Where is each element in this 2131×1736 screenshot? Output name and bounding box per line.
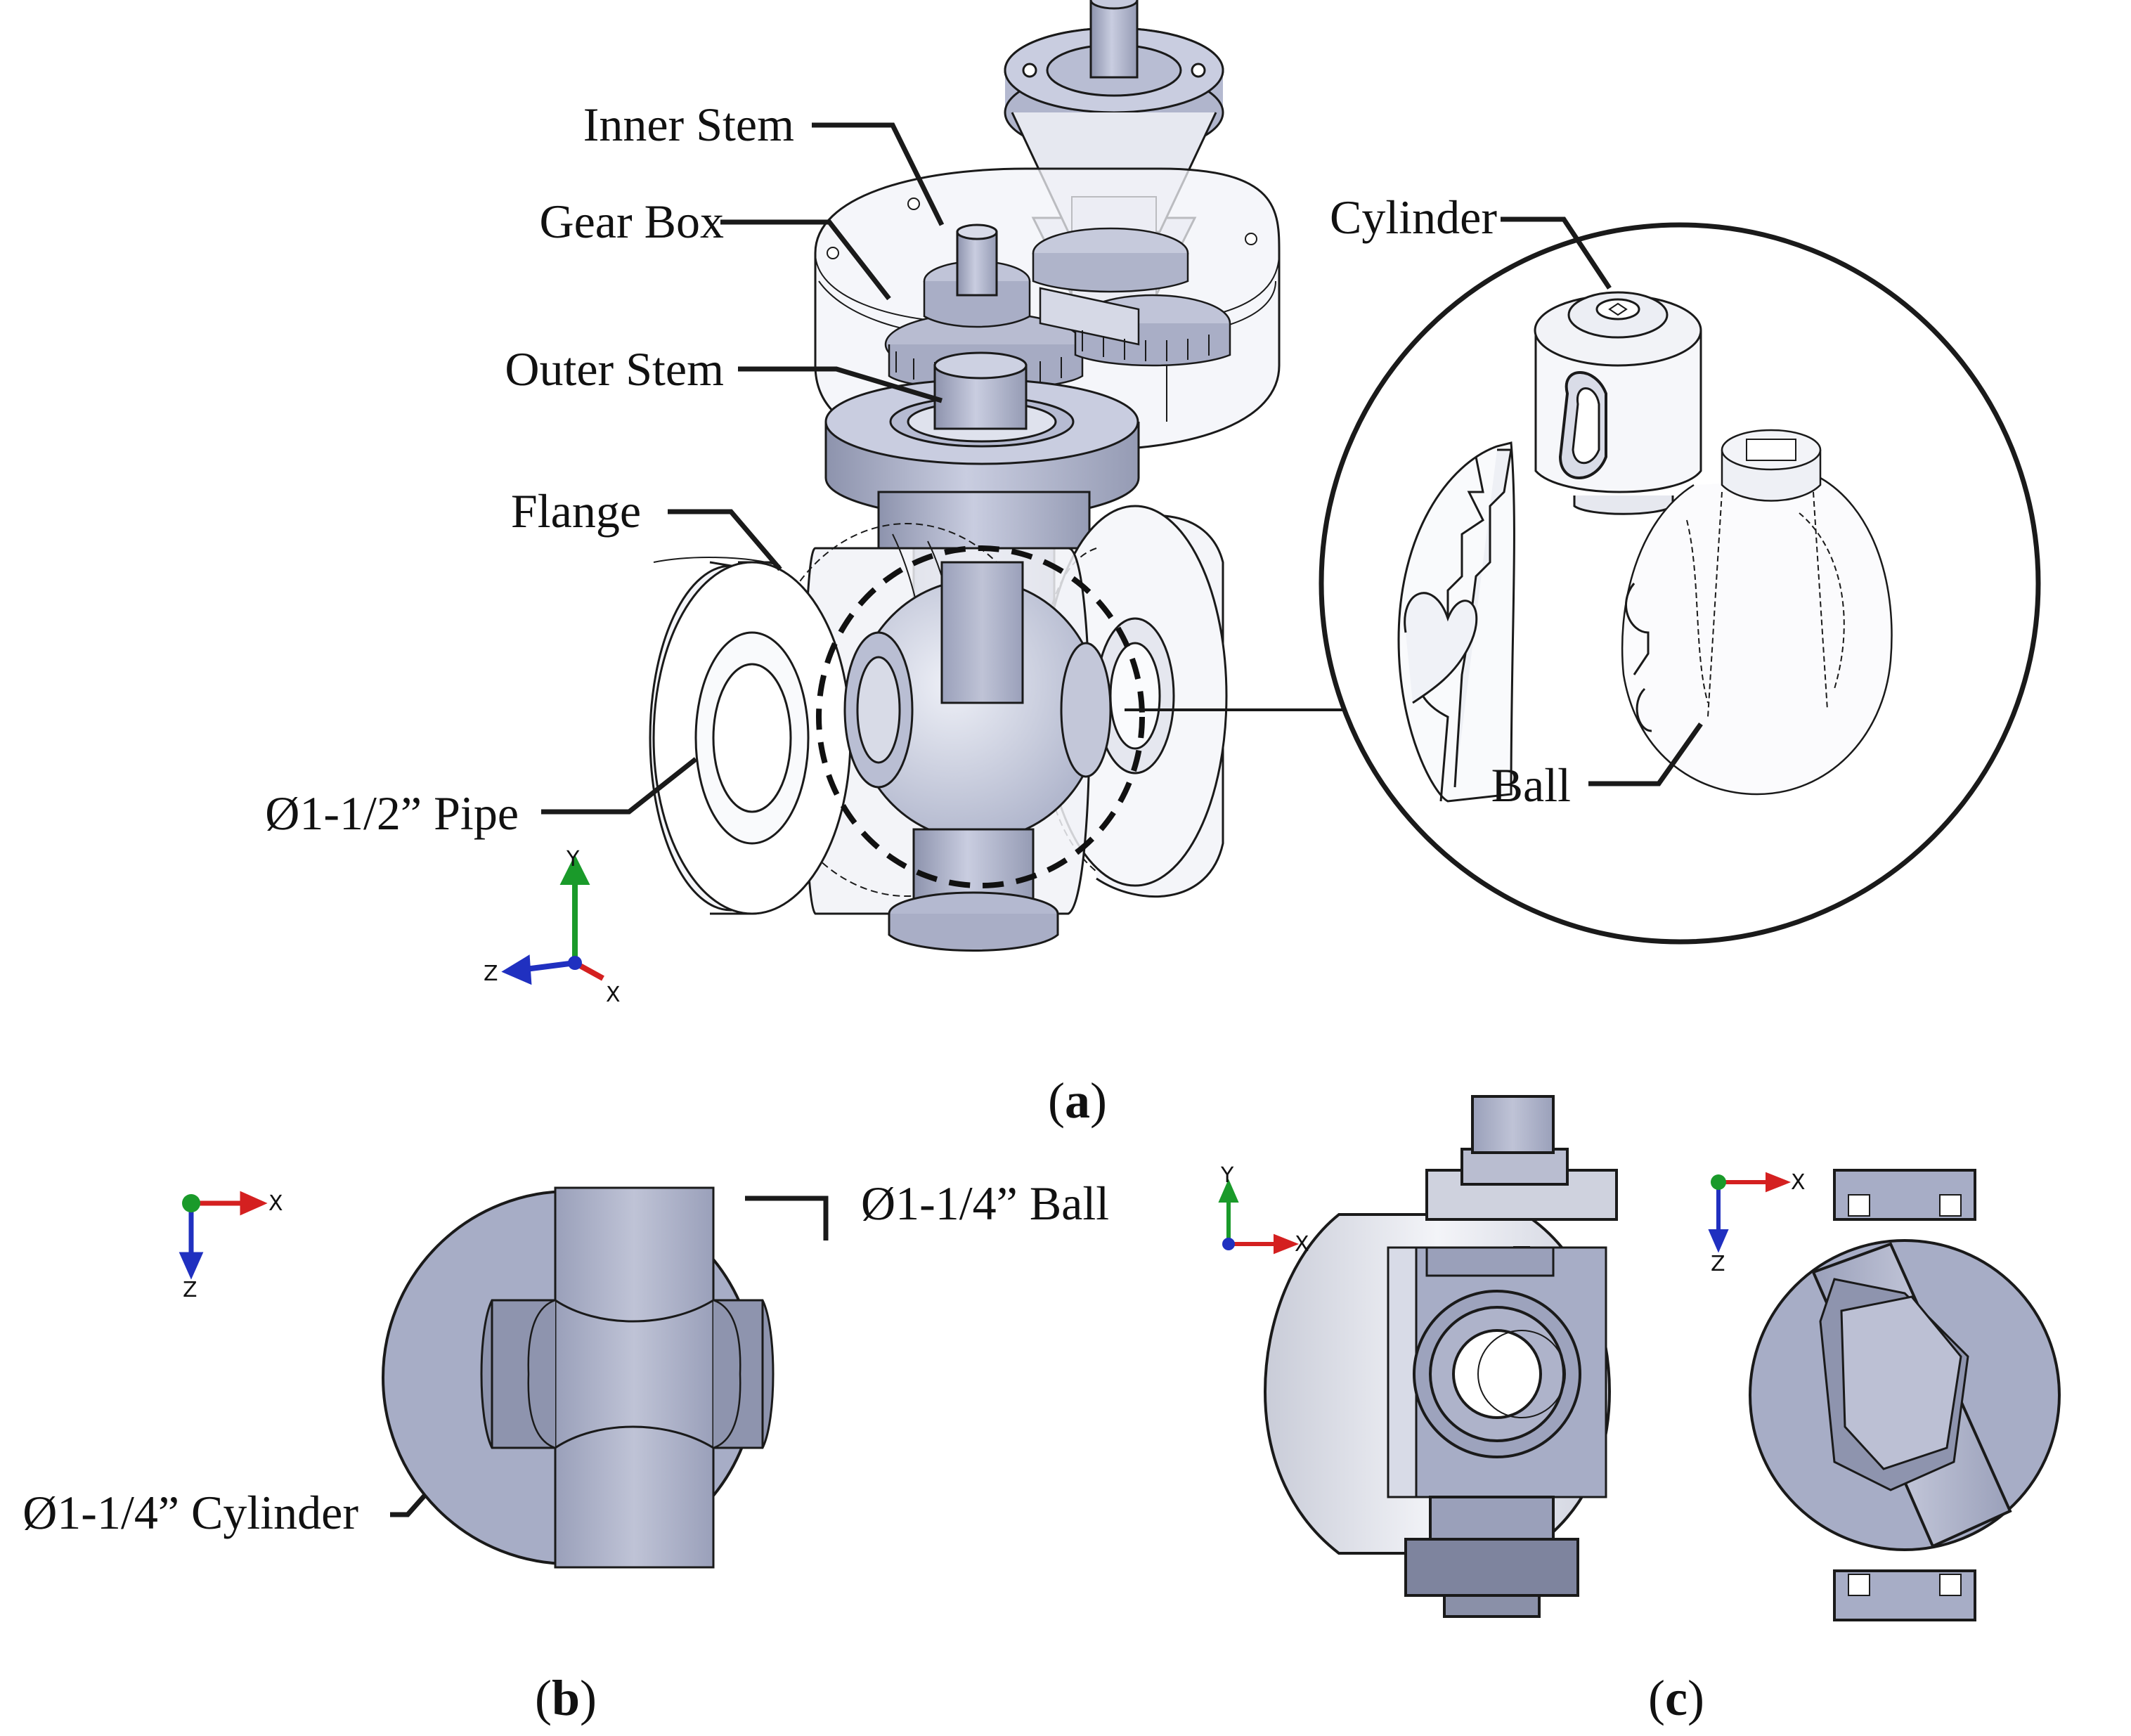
label-flange: Flange: [511, 484, 641, 538]
label-pipe: Ø1-1/2” Pipe: [265, 786, 519, 840]
ball-part: [1621, 429, 1893, 796]
gear-train: [884, 227, 1231, 390]
axis-triad-c2: [1708, 1172, 1792, 1253]
view-c-right: [1749, 1169, 2061, 1621]
axis-a-x: X: [606, 983, 621, 1007]
label-cylinder-dim: Ø1-1/4” Cylinder: [22, 1486, 358, 1539]
left-flange: [649, 557, 852, 915]
axis-b-x: X: [268, 1191, 283, 1216]
panel-c-views: [1218, 1095, 2061, 1621]
label-ball-dim: Ø1-1/4” Ball: [861, 1177, 1109, 1230]
axis-a-y: Y: [566, 847, 580, 872]
ball: [843, 561, 1112, 952]
inner-stem: [956, 231, 998, 297]
axis-c2-x: X: [1791, 1170, 1806, 1195]
label-outer-stem: Outer Stem: [505, 342, 724, 396]
caption-b: (b): [535, 1670, 597, 1726]
axis-triad-c1: [1218, 1179, 1300, 1255]
highlight-circle: [816, 545, 1145, 888]
axis-b-z: Z: [183, 1278, 197, 1302]
caption-c: (c): [1648, 1670, 1704, 1726]
axis-c2-z: Z: [1711, 1252, 1725, 1276]
axis-triad-a: [501, 855, 604, 985]
right-flange: [1039, 505, 1228, 898]
caption-a: (a): [1048, 1073, 1107, 1129]
view-c-left: [1263, 1095, 1618, 1618]
axis-c1-y: Y: [1220, 1163, 1234, 1188]
captions: (a) (b) (c): [535, 1073, 1704, 1726]
axis-triad-b: [179, 1191, 268, 1280]
panel-a-assembly: [390, 0, 2041, 1517]
labels: Inner Stem Gear Box Outer Stem Flange Ø1…: [22, 98, 1571, 1539]
label-cylinder: Cylinder: [1330, 190, 1497, 244]
label-ball: Ball: [1491, 758, 1571, 812]
label-gear-box: Gear Box: [540, 195, 724, 248]
cylinder-part: [1534, 291, 1702, 515]
panel-b-section: [179, 1186, 775, 1569]
label-inner-stem: Inner Stem: [583, 98, 794, 151]
half-shell: [1397, 441, 1515, 803]
axis-a-z: Z: [484, 961, 498, 986]
cylinder-bore: [554, 1186, 715, 1569]
axis-letters: Y Z X X Z Y X X Z: [183, 847, 1806, 1302]
axis-c1-x: X: [1295, 1232, 1309, 1257]
cylinder-pocket: [480, 1299, 775, 1449]
